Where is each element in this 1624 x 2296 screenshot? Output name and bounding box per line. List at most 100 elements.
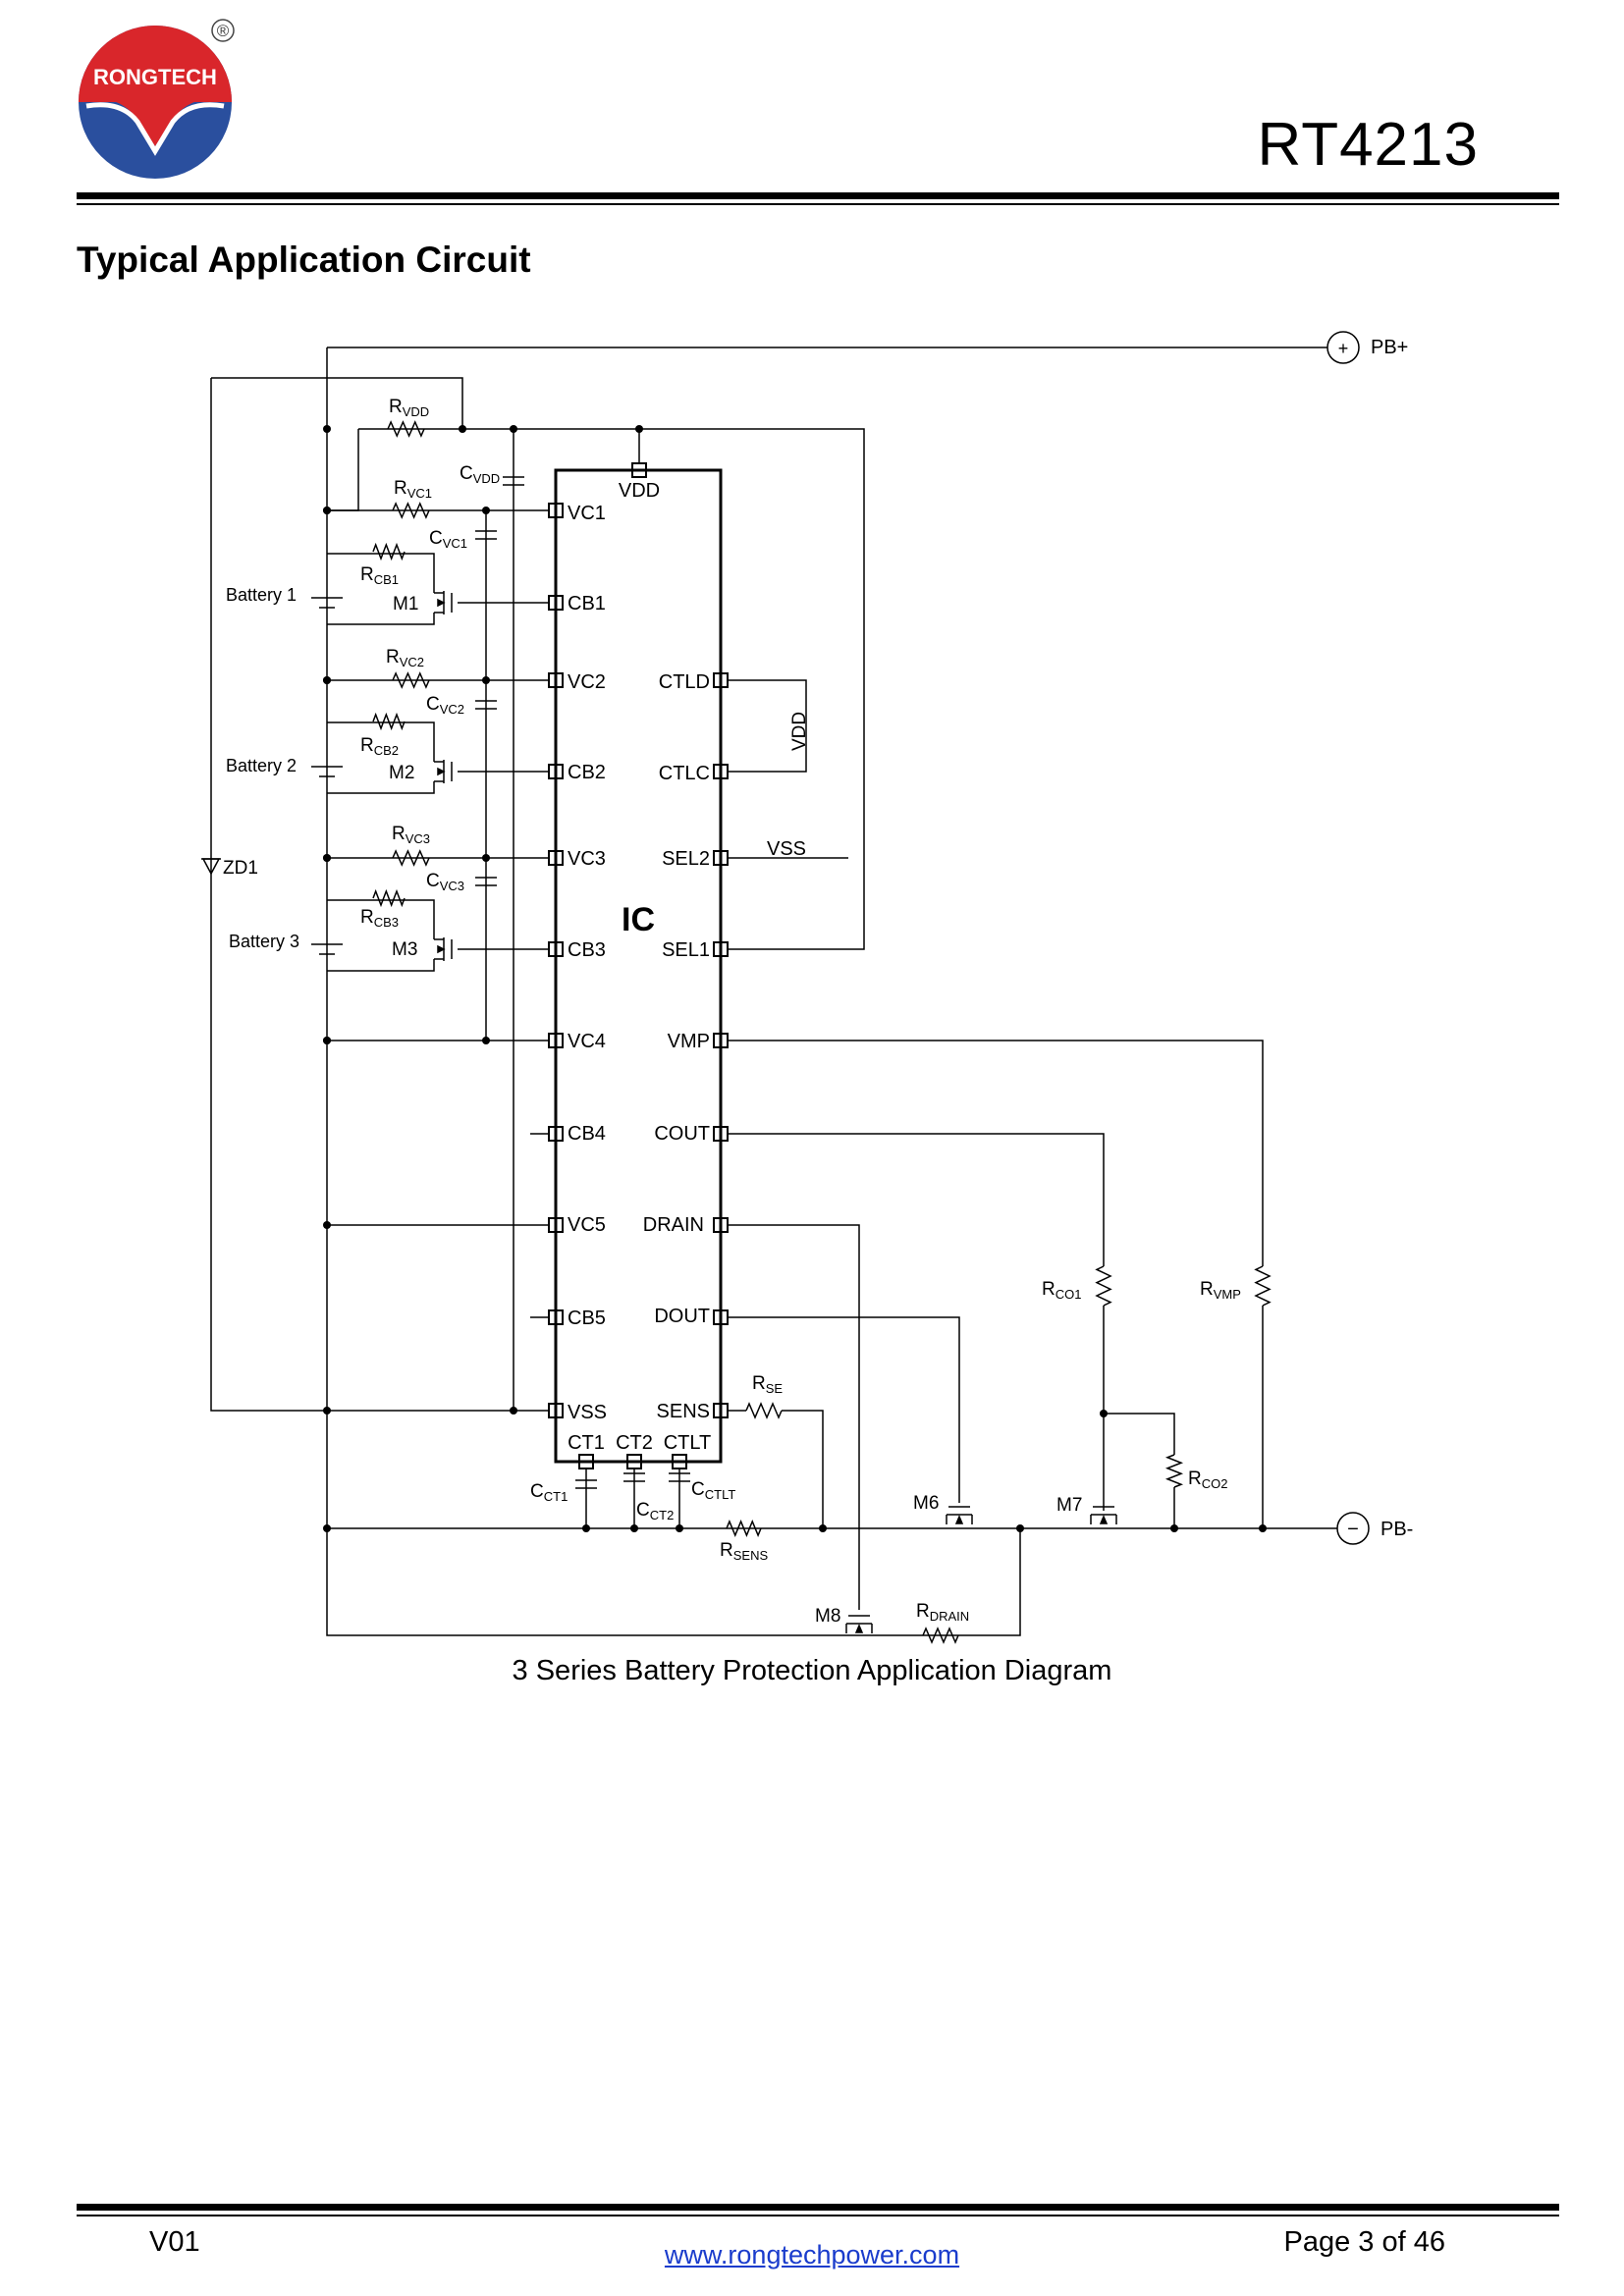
junction-dot xyxy=(510,1407,517,1415)
pin-sel1: SEL1 xyxy=(662,939,710,961)
component-label-rsens: RSENS xyxy=(720,1540,768,1563)
m7-label: M7 xyxy=(1056,1495,1082,1516)
pin-ctlt: CTLT xyxy=(664,1432,712,1454)
vmp-wire xyxy=(721,1040,1264,1266)
vdd-net-label: VDD xyxy=(789,712,810,751)
m8-mosfet xyxy=(854,1624,864,1633)
rco2-top xyxy=(1104,1413,1175,1455)
component-label-cct2: CCT2 xyxy=(636,1500,674,1522)
junction-dot xyxy=(323,507,331,514)
junction-dot xyxy=(482,676,490,684)
zd1-label: ZD1 xyxy=(223,858,258,879)
junction-dot xyxy=(1100,1410,1108,1417)
balance-wire xyxy=(327,959,435,972)
r-cb2 xyxy=(372,712,406,731)
junction-dot xyxy=(582,1524,590,1532)
balance-wire xyxy=(327,721,435,762)
ic-label: IC xyxy=(622,901,655,938)
balance-wire xyxy=(327,613,435,625)
dout-wire xyxy=(721,1316,960,1503)
junction-dot xyxy=(1170,1524,1178,1532)
website-link[interactable]: www.rongtechpower.com xyxy=(664,2240,960,2269)
balance-wire xyxy=(327,553,435,593)
rongtech-logo: RONGTECH xyxy=(79,26,232,179)
junction-dot xyxy=(819,1524,827,1532)
component-label-rvmp: RVMP xyxy=(1200,1279,1241,1302)
vdd-feed-wire xyxy=(211,377,463,429)
pb-plus-label: PB+ xyxy=(1371,337,1408,358)
pin-vc2: VC2 xyxy=(568,671,606,693)
component-label-rcb3: RCB3 xyxy=(360,907,399,930)
component-label-rco2: RCO2 xyxy=(1188,1468,1227,1491)
m2-mosfet xyxy=(437,767,446,776)
cout-wire xyxy=(721,1133,1105,1266)
junction-dot xyxy=(323,1037,331,1044)
battery-2-label: Battery 2 xyxy=(226,756,297,775)
m1-mosfet xyxy=(437,598,446,608)
junction-dot xyxy=(630,1524,638,1532)
pb-minus-terminal xyxy=(1336,1512,1370,1545)
m8-label: M8 xyxy=(815,1606,840,1627)
m6-mosfet xyxy=(954,1515,964,1524)
ic-body xyxy=(554,468,723,1464)
pb-minus-label: PB- xyxy=(1380,1519,1413,1540)
zener-branch-wire xyxy=(210,378,327,1412)
pin-ctld: CTLD xyxy=(659,671,710,693)
sens-drop xyxy=(782,1410,824,1528)
m2-label: M2 xyxy=(389,763,414,783)
part-number: RT4213 xyxy=(1257,111,1479,179)
balance-wire xyxy=(327,781,435,794)
component-label-rse: RSE xyxy=(752,1373,783,1396)
m7-mosfet xyxy=(1099,1515,1109,1524)
junction-dot xyxy=(323,1407,331,1415)
drain-wire xyxy=(721,1224,860,1610)
pin-vmp: VMP xyxy=(668,1031,710,1052)
r-co2 xyxy=(1164,1454,1184,1488)
pin-cb2: CB2 xyxy=(568,762,606,783)
section-title: Typical Application Circuit xyxy=(77,240,531,280)
junction-dot xyxy=(510,425,517,433)
junction-dot xyxy=(323,854,331,862)
component-label-rcb2: RCB2 xyxy=(360,735,399,758)
registered-mark: ® xyxy=(211,19,235,42)
vss-net-label: VSS xyxy=(767,838,806,860)
pin-ctlc: CTLC xyxy=(659,763,710,784)
r-cb1 xyxy=(372,542,406,561)
pin-cb1: CB1 xyxy=(568,593,606,614)
top-pin-label: VDD xyxy=(619,480,660,502)
pin-sens: SENS xyxy=(657,1401,710,1422)
r-drain xyxy=(922,1627,959,1644)
pin-ct2: CT2 xyxy=(616,1432,653,1454)
pin-sel2: SEL2 xyxy=(662,848,710,870)
component-label-rvc1: RVC1 xyxy=(394,478,432,501)
pin-ct1: CT1 xyxy=(568,1432,605,1454)
r-cb3 xyxy=(372,888,406,908)
rvdd-left-wire xyxy=(327,429,359,511)
junction-dot xyxy=(482,507,490,514)
document-version: V01 xyxy=(149,2226,200,2258)
ctl-loop-wire xyxy=(721,679,807,773)
battery-3-label: Battery 3 xyxy=(229,932,299,951)
pin-vc1: VC1 xyxy=(568,503,606,524)
footer-rule xyxy=(77,2204,1559,2211)
junction-dot xyxy=(323,425,331,433)
r-vc1 xyxy=(392,502,430,519)
pin-drain: DRAIN xyxy=(643,1214,704,1236)
junction-dot xyxy=(482,854,490,862)
r-vc2 xyxy=(392,671,430,689)
junction-dot xyxy=(676,1524,683,1532)
junction-dot xyxy=(1016,1524,1024,1532)
m1-label: M1 xyxy=(393,594,418,614)
r-sens xyxy=(726,1520,762,1537)
page-number: Page 3 of 46 xyxy=(1283,2226,1445,2258)
svg-text:+: + xyxy=(1338,339,1349,358)
battery-1-label: Battery 1 xyxy=(226,585,297,605)
junction-dot xyxy=(323,1524,331,1532)
diagram-caption: 3 Series Battery Protection Application … xyxy=(512,1655,1112,1686)
r-vc3 xyxy=(392,849,430,867)
pin-cout: COUT xyxy=(654,1123,710,1145)
component-label-rvc2: RVC2 xyxy=(386,647,424,669)
footer-rule-thin xyxy=(77,2215,1559,2216)
component-label-cvc3: CVC3 xyxy=(426,871,464,893)
application-circuit-diagram: IC VDD VC1 CB1 VC2 CB2 VC3 CB3 VC4 CB4 V… xyxy=(201,331,1413,1644)
